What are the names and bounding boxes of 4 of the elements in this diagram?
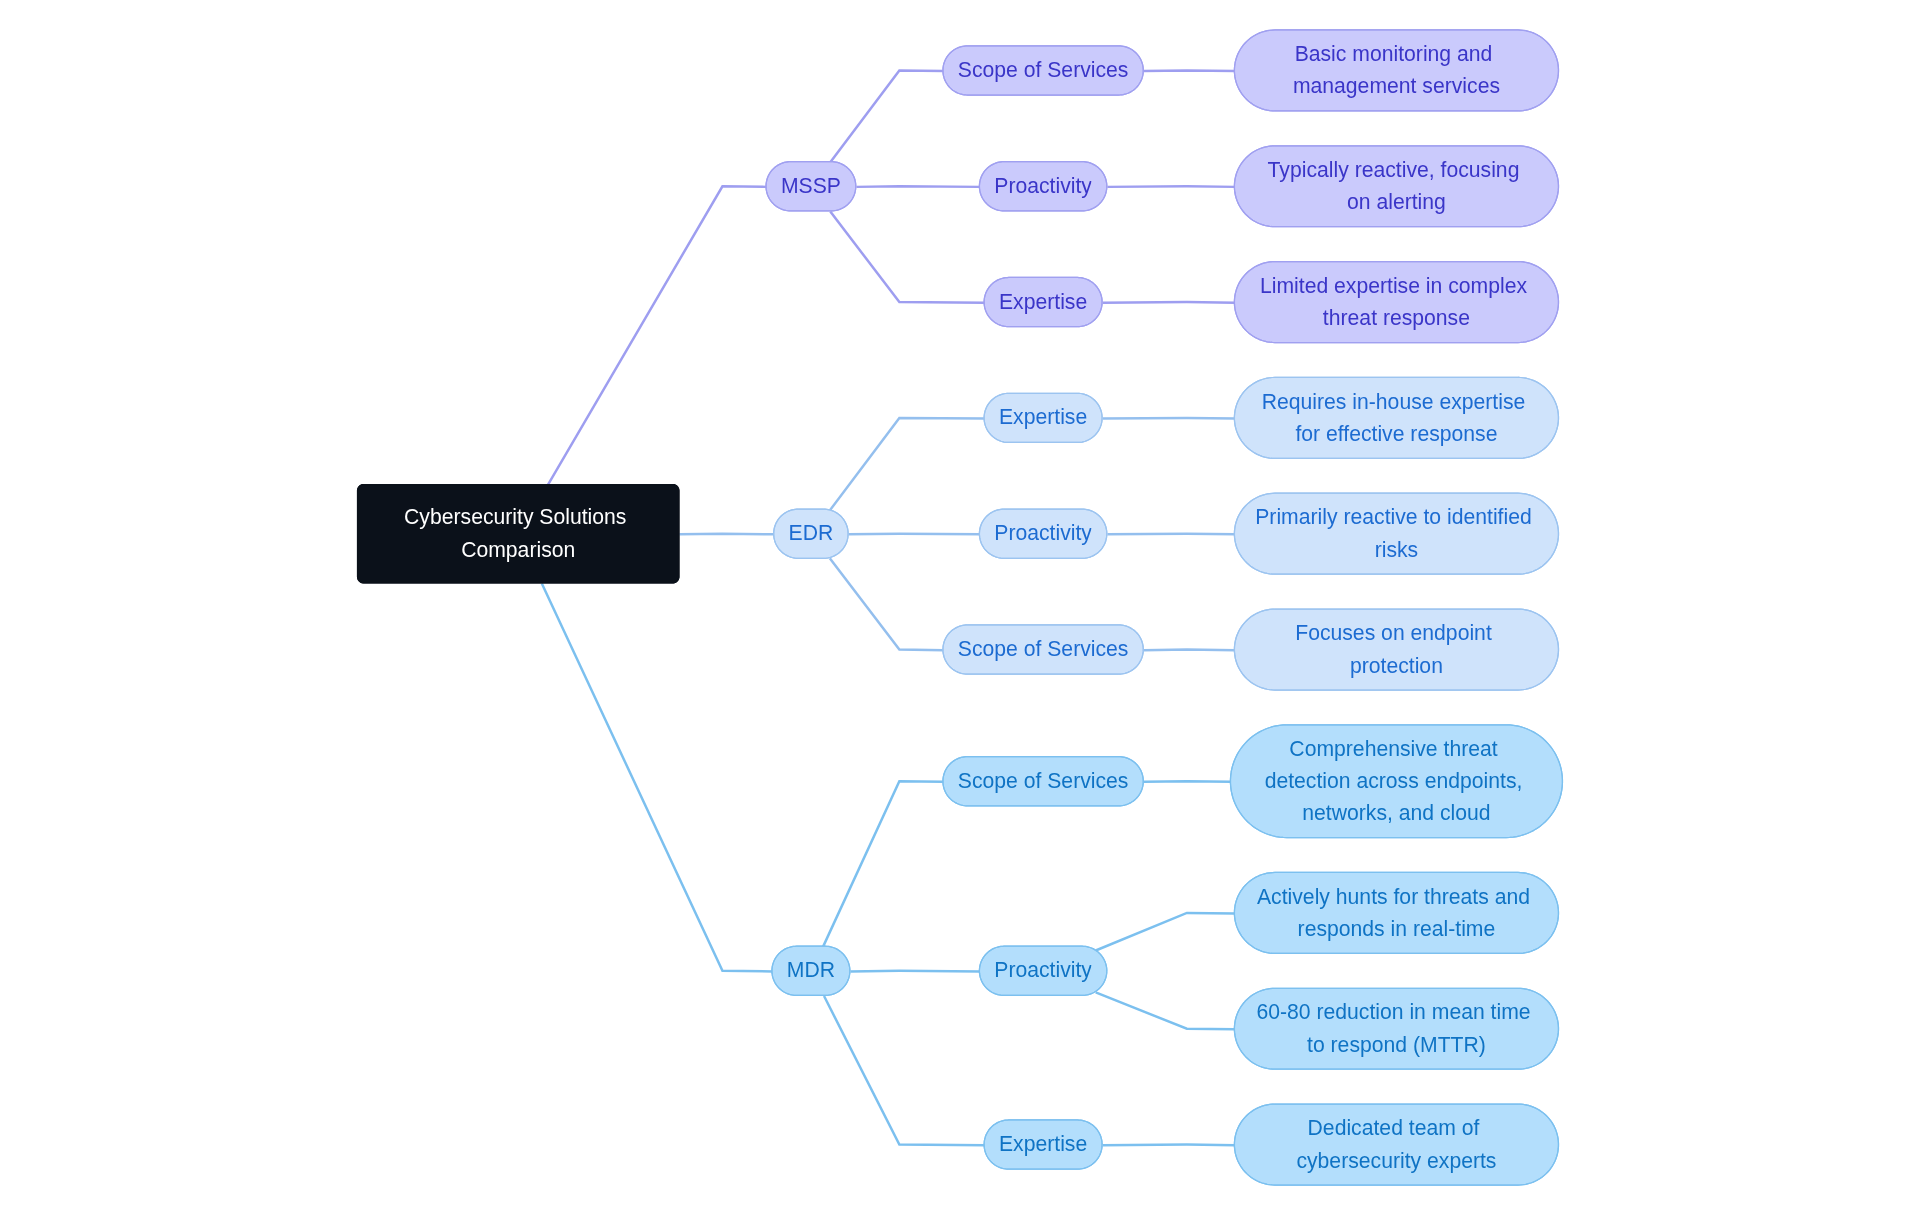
connector [546, 185, 767, 486]
connector [822, 995, 985, 1147]
connector [828, 416, 985, 512]
connector [829, 210, 985, 304]
